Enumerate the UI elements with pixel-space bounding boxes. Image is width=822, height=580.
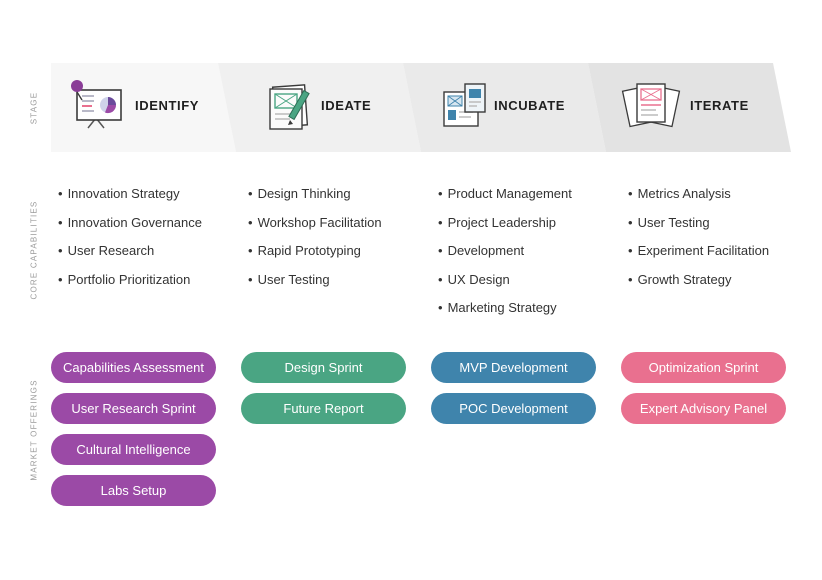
row-label-market-offerings: MARKET OFFERINGS <box>29 379 39 481</box>
stage-segment-incubate <box>403 63 606 152</box>
capabilities-iterate: Metrics Analysis User Testing Experiment… <box>628 184 770 299</box>
layered-pages-icon <box>621 83 681 128</box>
offering-mvp-development[interactable]: MVP Development <box>431 352 596 383</box>
capability-item: Development <box>438 241 572 270</box>
offering-future-report[interactable]: Future Report <box>241 393 406 424</box>
offering-capabilities-assessment[interactable]: Capabilities Assessment <box>51 352 216 383</box>
capability-item: Innovation Strategy <box>58 184 202 213</box>
capability-item: Workshop Facilitation <box>248 213 382 242</box>
offering-user-research-sprint[interactable]: User Research Sprint <box>51 393 216 424</box>
capability-item: Project Leadership <box>438 213 572 242</box>
row-label-core-capabilities: CORE CAPABILITIES <box>29 200 39 300</box>
capability-item: Rapid Prototyping <box>248 241 382 270</box>
offering-poc-development[interactable]: POC Development <box>431 393 596 424</box>
capability-item: Marketing Strategy <box>438 298 572 327</box>
capabilities-identify: Innovation Strategy Innovation Governanc… <box>58 184 202 298</box>
capability-item: Portfolio Prioritization <box>58 270 202 299</box>
offering-labs-setup[interactable]: Labs Setup <box>51 475 216 506</box>
capability-item: Metrics Analysis <box>628 184 769 213</box>
offering-expert-advisory-panel[interactable]: Expert Advisory Panel <box>621 393 786 424</box>
capability-item: Growth Strategy <box>628 270 769 299</box>
capability-item: User Testing <box>248 270 382 299</box>
capability-item: UX Design <box>438 270 572 299</box>
capability-item: Design Thinking <box>248 184 382 213</box>
capability-item: Product Management <box>438 184 572 213</box>
capability-item: Innovation Governance <box>58 213 202 242</box>
stage-title-incubate: INCUBATE <box>494 98 565 113</box>
capability-item: User Testing <box>628 213 769 242</box>
offering-cultural-intelligence[interactable]: Cultural Intelligence <box>51 434 216 465</box>
stage-title-ideate: IDEATE <box>321 98 372 113</box>
stage-segment-identify <box>51 63 236 152</box>
capabilities-ideate: Design Thinking Workshop Facilitation Ra… <box>248 184 382 298</box>
stage-segment-ideate <box>218 63 421 152</box>
presentation-board-icon <box>71 80 122 129</box>
capability-item: User Research <box>58 241 202 270</box>
wireframe-screens-icon <box>443 83 486 127</box>
stage-title-identify: IDENTIFY <box>135 98 200 113</box>
sketch-pencil-icon <box>269 84 310 130</box>
stage-title-iterate: ITERATE <box>690 98 749 113</box>
capabilities-incubate: Product Management Project Leadership De… <box>438 184 572 327</box>
capability-item: Experiment Facilitation <box>628 241 770 270</box>
offering-design-sprint[interactable]: Design Sprint <box>241 352 406 383</box>
offering-optimization-sprint[interactable]: Optimization Sprint <box>621 352 786 383</box>
